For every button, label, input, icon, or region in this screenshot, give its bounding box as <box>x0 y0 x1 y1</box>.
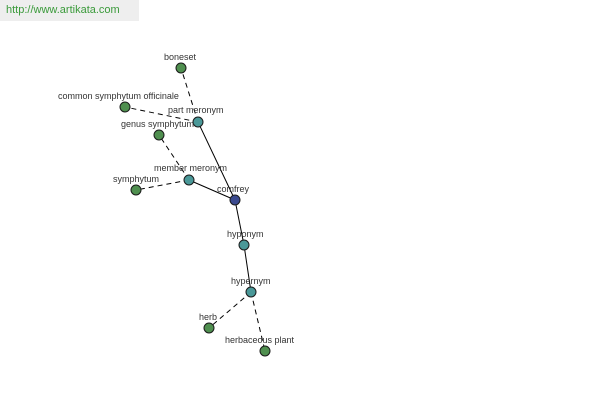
site-url-link[interactable]: http://www.artikata.com <box>0 0 139 21</box>
edge-hypernym-to-herb <box>208 291 252 329</box>
edge-hyponym-to-hypernym <box>243 244 252 293</box>
edge-comfrey-to-part-meronym <box>197 121 236 201</box>
node-herbaceous-plant[interactable] <box>259 345 271 357</box>
node-label-member-meronym[interactable]: member meronym <box>154 163 227 173</box>
nodes-layer <box>119 62 271 357</box>
node-label-herb[interactable]: herb <box>199 312 217 322</box>
node-comfrey[interactable] <box>229 194 241 206</box>
node-genus-symphytum[interactable] <box>153 129 165 141</box>
node-symphytum[interactable] <box>130 184 142 196</box>
edge-comfrey-to-member-meronym <box>188 179 236 201</box>
node-boneset[interactable] <box>175 62 187 74</box>
edge-hypernym-to-herbaceous-plant <box>250 291 266 352</box>
labels-layer: comfrey part meronym member meronym hyponym… <box>58 52 295 345</box>
node-label-hyponym[interactable]: hyponym <box>227 229 264 239</box>
node-hypernym[interactable] <box>245 286 257 298</box>
node-label-herbaceous-plant[interactable]: herbaceous plant <box>225 335 295 345</box>
edge-part-meronym-to-boneset <box>180 67 199 123</box>
node-label-part-meronym[interactable]: part meronym <box>168 105 224 115</box>
node-hyponym[interactable] <box>238 239 250 251</box>
edges-layer <box>124 67 266 352</box>
node-common-symphytum-officinale[interactable] <box>119 101 131 113</box>
node-part-meronym[interactable] <box>192 116 204 128</box>
node-herb[interactable] <box>203 322 215 334</box>
node-label-boneset[interactable]: boneset <box>164 52 197 62</box>
node-label-common-symphytum-officinale[interactable]: common symphytum officinale <box>58 91 179 101</box>
node-member-meronym[interactable] <box>183 174 195 186</box>
edge-comfrey-to-hyponym <box>234 199 245 246</box>
node-label-comfrey[interactable]: comfrey <box>217 184 250 194</box>
edge-member-meronym-to-genus-symphytum <box>158 134 190 181</box>
node-label-hypernym[interactable]: hypernym <box>231 276 271 286</box>
edge-part-meronym-to-common-symphytum-officinale <box>124 106 199 123</box>
node-label-genus-symphytum[interactable]: genus symphytum <box>121 119 194 129</box>
node-label-symphytum[interactable]: symphytum <box>113 174 159 184</box>
